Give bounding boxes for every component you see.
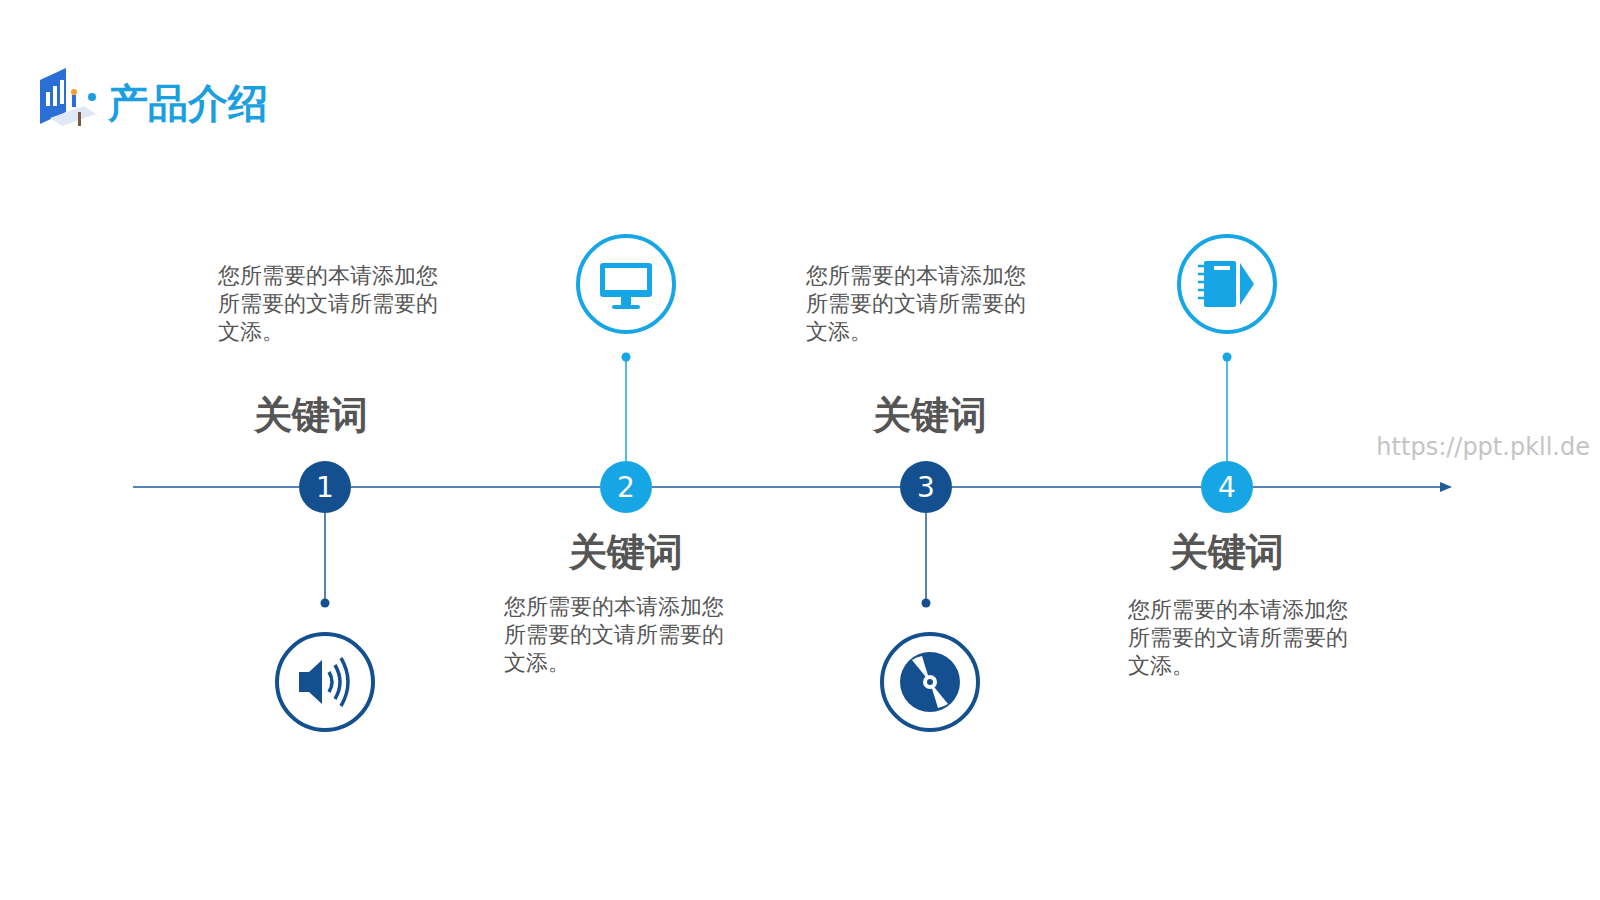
keyword: 关键词 xyxy=(873,390,987,441)
description-text: 您所需要的本请添加您 所需要的文请所需要的 文添。 xyxy=(504,593,774,677)
timeline xyxy=(1253,486,1442,488)
stem-line xyxy=(1226,357,1228,461)
timeline-segment xyxy=(652,486,900,488)
step-number: 1 xyxy=(316,471,334,504)
disc-icon xyxy=(882,634,978,730)
step-circle: 2 xyxy=(600,461,652,513)
keyword: 关键词 xyxy=(569,527,683,578)
watermark: https://ppt.pkll.de xyxy=(1376,433,1590,461)
step-circle: 3 xyxy=(900,461,952,513)
description-text: 您所需要的本请添加您 所需要的文请所需要的 文添。 xyxy=(806,262,1076,346)
arrow-head xyxy=(1440,482,1452,492)
speaker-icon xyxy=(277,634,373,730)
description-text: 您所需要的本请添加您 所需要的文请所需要的 文添。 xyxy=(218,262,488,346)
step-number: 2 xyxy=(617,471,635,504)
stem-line xyxy=(625,357,627,461)
stem-dot xyxy=(622,353,631,362)
timeline-segment xyxy=(952,486,1201,488)
page-title: 产品介绍 xyxy=(108,76,268,131)
notebook-icon xyxy=(1179,236,1275,332)
stem-dot xyxy=(321,599,330,608)
stem-dot xyxy=(922,599,931,608)
keyword: 关键词 xyxy=(1170,527,1284,578)
monitor-icon xyxy=(578,236,674,332)
timeline-segment xyxy=(351,486,600,488)
title-icon xyxy=(40,68,96,126)
step-circle: 4 xyxy=(1201,461,1253,513)
timeline xyxy=(133,486,299,488)
stem-line xyxy=(925,513,927,603)
step-number: 4 xyxy=(1218,471,1236,504)
stem-dot xyxy=(1223,353,1232,362)
keyword: 关键词 xyxy=(254,390,368,441)
description-text: 您所需要的本请添加您 所需要的文请所需要的 文添。 xyxy=(1128,596,1398,680)
step-circle: 1 xyxy=(299,461,351,513)
stem-line xyxy=(324,513,326,603)
step-number: 3 xyxy=(917,471,935,504)
